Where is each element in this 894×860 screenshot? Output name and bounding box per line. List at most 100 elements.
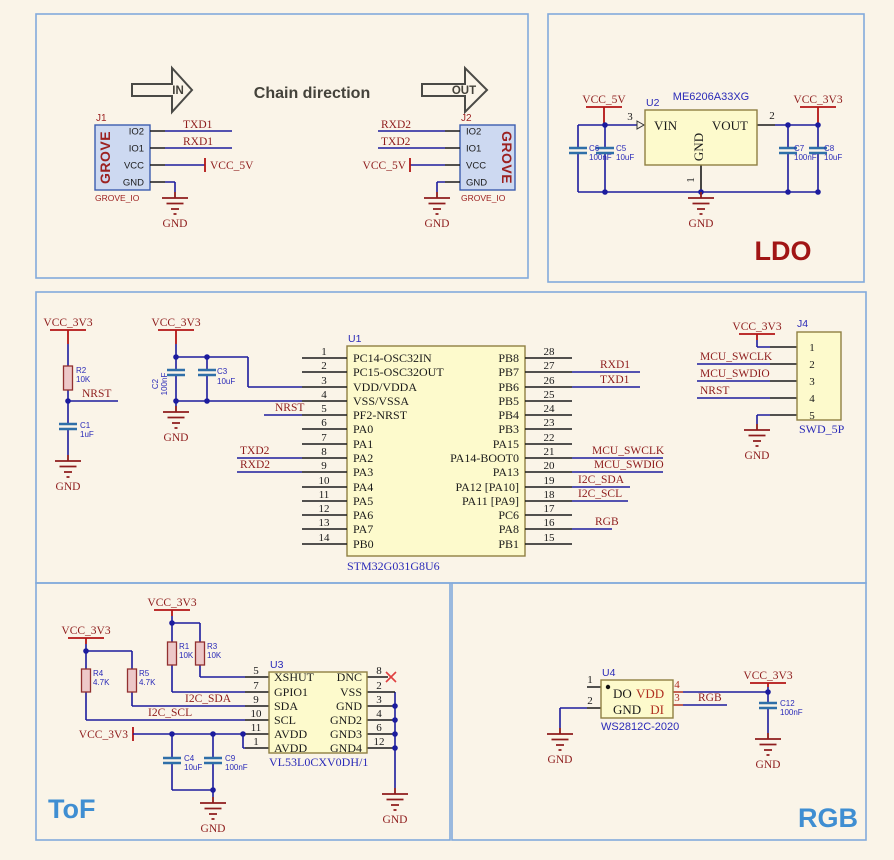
pin-name: GND2 [330,713,362,727]
pin-name: PA8 [499,522,519,536]
net-label-i2c-scl: I2C_SCL [578,488,622,500]
pin-number: 4 [376,708,382,720]
wires [165,130,232,192]
pin-number: 12 [319,503,330,515]
ref-label: R5 [139,669,150,678]
grove-connector-body [94,124,151,191]
pin-number: 1 [253,736,259,748]
value-label: 4.7K [93,678,110,687]
pin-name: GND [123,178,144,189]
junction-dot [602,122,608,128]
pin-name: PB4 [498,408,519,422]
pin-name: VSS/VSSA [353,394,409,408]
vcc-3v3-label: VCC_3V3 [793,94,842,106]
net-wires-right [572,371,663,530]
gnd-label: GND [425,218,450,230]
pin-number: 8 [321,446,327,458]
junction-dot [65,398,71,404]
pin-number: 18 [544,489,556,501]
pin-name: IO2 [466,127,481,138]
junction-dot [815,189,821,195]
gnd-label: GND [548,754,573,766]
pin-number: 22 [544,432,555,444]
part-label: VL53L0CXV0DH/1 [269,755,368,769]
pin-number: 9 [321,460,327,472]
capacitor-c6 [567,146,589,155]
vcc-5v-label: VCC_5V [582,94,626,106]
ref-label: J1 [96,113,107,124]
pin-name: PB0 [353,537,374,551]
junction-dot [785,189,791,195]
resistor-r3 [194,641,206,666]
vcc-3v3-label: VCC_3V3 [732,321,781,333]
pin-stubs [770,346,797,416]
pin-name: PA4 [353,480,373,494]
pin-name: GND [691,133,706,161]
section-box-tof [35,582,451,841]
wires [85,616,396,797]
part-label: ME6206A33XG [673,91,749,103]
gnd-symbol [161,191,189,215]
pin-number: 21 [544,446,555,458]
pin-name: GND4 [330,741,362,755]
ref-label: C4 [184,754,195,763]
value-label: 100nF [225,763,248,772]
net-label-i2c-sda: I2C_SDA [578,474,625,486]
pin-number: 20 [544,460,556,472]
wires [378,130,445,192]
pin-name: PA2 [353,451,373,465]
capacitor-c4 [161,756,183,765]
out-arrow-label: OUT [452,85,476,97]
pin-number: 14 [319,532,331,544]
pin-name: VIN [654,118,678,133]
grove-connector-body [459,124,516,191]
pin-name: PA1 [353,437,373,451]
pin-number: 2 [587,695,593,707]
junction-dot [392,703,398,709]
pin-number: 27 [544,360,556,372]
net-label-mcu-swclk: MCU_SWCLK [592,445,665,457]
pin-number: 24 [544,403,556,415]
section-title-ldo: LDO [755,236,812,266]
pin-name: VSS [340,685,362,699]
net-label-txd1: TXD1 [600,374,630,386]
section-title-tof: ToF [48,794,95,824]
pin-name: PB6 [498,380,519,394]
vcc-3v3-label: VCC_3V3 [43,317,92,329]
junction-dot [173,354,179,360]
gnd-symbol [754,732,782,756]
gnd-symbol [162,405,190,429]
connector-j1: J1 GROVE IO2 IO1 VCC GND GROVE_IO TXD1 R… [94,113,254,230]
pin-stubs-left [302,357,347,545]
pin-number: 2 [321,360,327,372]
pin-name: PC14-OSC32IN [353,351,432,365]
vcc-3v3-label: VCC_3V3 [61,625,110,637]
ref-label: C9 [225,754,236,763]
pin-name: IO1 [466,144,481,155]
gnd-label: GND [163,218,188,230]
pin-number: 3 [376,694,382,706]
pin-name: AVDD [274,727,307,741]
gnd-symbol [687,191,715,215]
value-label: 10uF [616,153,634,162]
pin-name: SDA [274,699,298,713]
pin-name: XSHUT [274,670,315,684]
section-title-rgb: RGB [798,803,858,833]
ref-label: C2 [151,378,160,389]
grove-label: GROVE [499,131,515,184]
junction-dot [815,122,821,128]
ref-label: C7 [794,144,805,153]
pin-name: PF2-NRST [353,408,408,422]
connector-j2: J2 GROVE IO2 IO1 VCC GND GROVE_IO RXD2 T… [363,113,516,230]
ref-label: C12 [780,699,795,708]
junction-dot [210,787,216,793]
gnd-symbol [743,423,771,447]
pin-name: GND [336,699,362,713]
pin-number: 16 [544,517,556,529]
value-label: 100nF [160,373,169,396]
pin-number: 5 [253,665,259,677]
net-label-mcu-swclk: MCU_SWCLK [700,351,773,363]
net-label-mcu-swdio: MCU_SWDIO [594,459,664,471]
pin-name: GND [466,178,487,189]
capacitor-c9 [202,756,224,765]
